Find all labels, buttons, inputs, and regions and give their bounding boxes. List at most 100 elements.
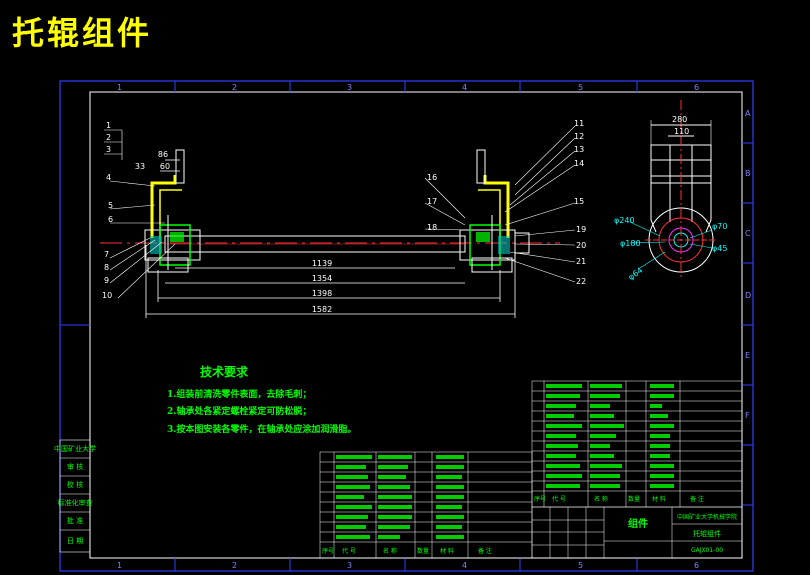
dim-33: 33 bbox=[135, 162, 145, 171]
header-cell: 名 称 bbox=[383, 547, 397, 555]
leader-label: 3 bbox=[106, 145, 111, 154]
dimension-lines bbox=[145, 159, 516, 318]
leader-label: 7 bbox=[104, 250, 109, 259]
row-label: B bbox=[745, 169, 751, 178]
leader-label: 14 bbox=[574, 159, 584, 168]
tech-req-item: 2.轴承处各紧定螺栓紧定可防松脱； bbox=[167, 405, 311, 417]
header-cell: 数量 bbox=[417, 547, 429, 555]
dim-86: 86 bbox=[158, 150, 168, 159]
leader-label: 15 bbox=[574, 197, 584, 206]
col-label: 5 bbox=[578, 83, 583, 92]
col-label: 6 bbox=[694, 83, 699, 92]
col-label: 1 bbox=[117, 561, 122, 570]
part-name: 组件 bbox=[628, 517, 648, 530]
parts-list-lower bbox=[319, 451, 533, 559]
leader-label: 21 bbox=[576, 257, 586, 266]
header-cell: 数量 bbox=[628, 495, 640, 503]
dim-1398: 1398 bbox=[312, 289, 332, 298]
header-cell: 名 称 bbox=[594, 495, 608, 503]
leaders-left bbox=[104, 129, 176, 299]
header-cell: 备 注 bbox=[478, 547, 492, 555]
company-name: 中国矿业大学机械学院 bbox=[677, 513, 737, 521]
dimension-texts: 1139 1354 1398 1582 86 60 33 bbox=[135, 150, 332, 314]
col-label: 2 bbox=[232, 83, 237, 92]
drawing-name: 托辊组件 bbox=[693, 529, 721, 538]
col-label: 3 bbox=[347, 83, 352, 92]
leaders-right bbox=[424, 125, 576, 283]
dia-64: φ64 bbox=[627, 266, 645, 282]
leader-label: 10 bbox=[102, 291, 112, 300]
dim-1139: 1139 bbox=[312, 259, 332, 268]
col-label: 1 bbox=[117, 83, 122, 92]
header-cell: 材 料 bbox=[652, 495, 666, 503]
leader-label: 20 bbox=[576, 241, 586, 250]
leader-label: 1 bbox=[106, 121, 111, 130]
sign-label: 校 核 bbox=[67, 480, 83, 489]
drawing-title: 托辊组件 bbox=[12, 14, 153, 52]
inner-frame bbox=[89, 91, 743, 559]
dim-60: 60 bbox=[160, 162, 170, 171]
header-cell: 材 料 bbox=[440, 547, 454, 555]
leader-label: 19 bbox=[576, 225, 586, 234]
col-label: 4 bbox=[462, 561, 467, 570]
roller-front-view bbox=[100, 149, 560, 273]
dia-45: φ45 bbox=[712, 244, 727, 253]
tech-req-item: 3.按本图安装各零件，在轴承处应涂加润滑脂。 bbox=[167, 423, 356, 435]
title-block-texts: 组件 中国矿业大学机械学院 托辊组件 GAJX01-00 bbox=[628, 513, 737, 554]
outer-frame bbox=[59, 80, 754, 572]
leader-label: 11 bbox=[574, 119, 584, 128]
row-label: D bbox=[745, 291, 751, 300]
sign-label: 标准化审查 bbox=[58, 498, 93, 507]
col-label: 2 bbox=[232, 561, 237, 570]
row-label: E bbox=[745, 351, 750, 360]
parts-list-upper-fill bbox=[546, 384, 674, 488]
header-cell: 代 号 bbox=[342, 547, 356, 555]
roller-side-view bbox=[629, 100, 717, 280]
header-cell: 序号 bbox=[322, 547, 334, 555]
side-view-dims: 280 110 bbox=[672, 115, 689, 136]
col-label: 4 bbox=[462, 83, 467, 92]
technical-requirements: 技术要求 1.组装前清洗零件表面，去除毛刺； 2.轴承处各紧定螺栓紧定可防松脱；… bbox=[167, 364, 356, 435]
col-label: 5 bbox=[578, 561, 583, 570]
leader-label: 6 bbox=[108, 215, 113, 224]
row-label: F bbox=[745, 411, 750, 420]
parts-list-header: 序号 代 号 名 称 数量 材 料 备 注 序号 代 号 名 称 数量 材 料 … bbox=[322, 495, 704, 555]
dim-1582: 1582 bbox=[312, 305, 332, 314]
leader-numbers-right: 11 12 13 14 15 16 17 18 19 20 21 22 bbox=[427, 119, 586, 286]
leader-label: 22 bbox=[576, 277, 586, 286]
leader-label: 8 bbox=[104, 263, 109, 272]
leader-label: 18 bbox=[427, 223, 437, 232]
dim-1354: 1354 bbox=[312, 274, 332, 283]
drawing-code: GAJX01-00 bbox=[691, 547, 723, 554]
sign-label: 批 准 bbox=[67, 516, 83, 525]
leader-label: 16 bbox=[427, 173, 437, 182]
leader-label: 4 bbox=[106, 173, 111, 182]
sign-label: 日 期 bbox=[67, 537, 83, 545]
title-block bbox=[531, 506, 743, 559]
tech-req-item: 1.组装前清洗零件表面，去除毛刺； bbox=[167, 388, 311, 400]
header-cell: 代 号 bbox=[552, 495, 566, 503]
leader-label: 2 bbox=[106, 133, 111, 142]
side-view-diameters: φ240 φ180 φ70 φ45 φ64 bbox=[614, 216, 727, 282]
sign-label: 审 核 bbox=[67, 462, 83, 471]
leader-label: 9 bbox=[104, 276, 109, 285]
dia-180: φ180 bbox=[620, 239, 641, 248]
col-label: 6 bbox=[694, 561, 699, 570]
leader-label: 17 bbox=[427, 197, 437, 206]
leader-label: 13 bbox=[574, 145, 584, 154]
header-cell: 备 注 bbox=[690, 495, 704, 503]
col-label: 3 bbox=[347, 561, 352, 570]
zone-ticks bbox=[60, 81, 753, 571]
row-label: C bbox=[745, 229, 751, 238]
leader-label: 12 bbox=[574, 132, 584, 141]
dim-110: 110 bbox=[674, 127, 689, 136]
dim-280: 280 bbox=[672, 115, 687, 124]
row-label: A bbox=[745, 109, 751, 118]
zone-labels: 1 2 3 4 5 6 1 2 3 4 5 6 A B C D E F bbox=[117, 83, 751, 570]
leader-numbers-left: 1 2 3 4 5 6 7 8 9 10 bbox=[102, 121, 113, 300]
tech-req-heading: 技术要求 bbox=[200, 364, 249, 379]
header-cell: 序号 bbox=[534, 495, 546, 503]
dia-240: φ240 bbox=[614, 216, 635, 225]
sign-label: 中国矿业大学 bbox=[54, 444, 96, 453]
